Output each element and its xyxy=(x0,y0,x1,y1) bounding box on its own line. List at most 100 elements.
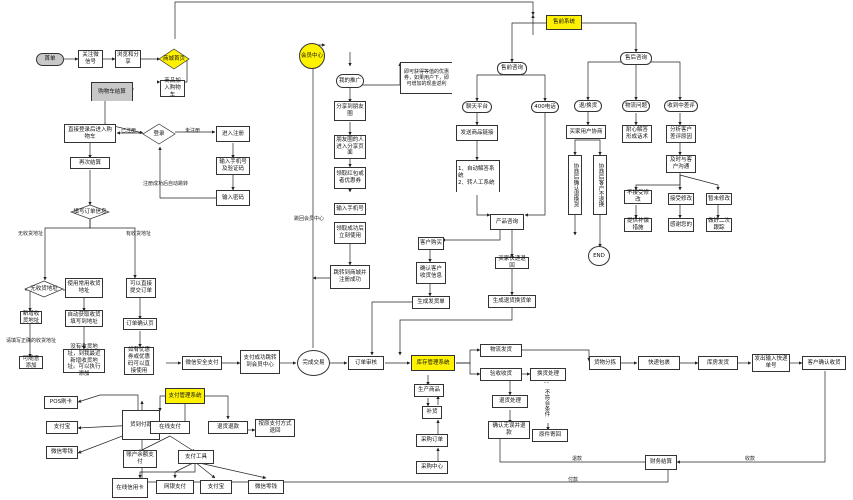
done-label: 完成交易 xyxy=(302,359,325,366)
purchase-center-label: 采购中心 xyxy=(420,464,443,471)
refund-label: 退款 xyxy=(572,456,583,462)
contact-label: 及时与客户沟通 xyxy=(669,157,692,170)
phone-code-label: 输入手机号及验证码 xyxy=(219,159,247,172)
logistics-q-node: 物流问题 xyxy=(622,100,650,112)
doc-list-node: 1、自动解答系统 2、转人工系统 xyxy=(456,160,500,192)
browse-label: 浏览和分享 xyxy=(117,52,140,65)
wx-change-node: 微信零钱 xyxy=(248,480,284,494)
customer-neg-node: 买家用户协商 xyxy=(566,125,606,139)
confirm-order-node: 订单确认页 xyxy=(123,318,157,330)
not-accept-node: 不接受修改 xyxy=(624,190,652,204)
purchase-center-node: 采购中心 xyxy=(416,461,448,474)
start-node: 首单 xyxy=(36,53,64,66)
cart-node: 购物车结算 xyxy=(91,82,133,101)
chat-node: 聊天平台 xyxy=(462,101,492,113)
no-return-label: 不符合条件 xyxy=(543,389,550,417)
customer-sign-node: 客户确认收货 xyxy=(802,356,846,370)
pos-node: POS刷卡 xyxy=(44,396,78,409)
refund-pay-label: 退货退款 xyxy=(216,424,239,431)
goods-pick-label: 货物分拣 xyxy=(593,359,616,366)
no-addr-label: 无收货地址 xyxy=(18,231,44,237)
alipay2-node: 支付宝 xyxy=(200,480,232,494)
get-card-node: 领取红包或者优惠券 xyxy=(334,167,366,189)
can-submit-node: 可以直接提交订单 xyxy=(126,278,156,298)
not-accept-label: 不接受修改 xyxy=(626,190,649,203)
attach-order-label: 原件寄回 xyxy=(538,432,561,439)
express-no-node: 发出输入快递单号 xyxy=(752,354,790,372)
netbank-label: 网银支付 xyxy=(163,483,186,490)
wechat-wallet-label: 微信零钱 xyxy=(50,449,73,456)
coupon-label: 如有优惠券或优惠码可以直接使用 xyxy=(127,347,150,374)
online-pay-label: 在线支付 xyxy=(158,424,181,431)
direct-login-label: 直接登录后进入购物车 xyxy=(67,126,112,140)
pos-label: POS刷卡 xyxy=(49,399,73,406)
pwd-node: 输入密码 xyxy=(216,190,250,206)
pay-money-label: 付款 xyxy=(568,477,579,483)
swap-node: 换货处理 xyxy=(530,368,566,381)
confirm-refund-node: 确认无误并退款 xyxy=(488,421,530,439)
pay-sys-node: 支付管理系统 xyxy=(165,388,205,404)
alipay2-label: 支付宝 xyxy=(207,483,225,490)
pay-tool-label: 支付工具 xyxy=(184,453,207,460)
logistics-ship-label: 物流发货 xyxy=(489,347,512,354)
cart-label: 购物车结算 xyxy=(98,88,126,95)
member-center-node: 会员中心 xyxy=(299,43,325,69)
neg-confirm-node: 协商后确认退换货 xyxy=(568,155,582,215)
comp-node: 提供补偿措施 xyxy=(624,218,652,232)
enter-reg-label: 进入注册 xyxy=(221,130,244,137)
follow-node: 关注微信号 xyxy=(78,50,103,68)
aftersale-sys-label: 售前系统 xyxy=(552,19,575,26)
retry-label: 请填写正确的收货地址 xyxy=(6,338,57,344)
gen-ship-label: 生成发货单 xyxy=(417,299,445,306)
add-addr-label: 新增收货地址 xyxy=(22,310,40,324)
friend-scan-label: 朋友圈的人进入分享页面 xyxy=(336,136,364,157)
alipay-node: 支付宝 xyxy=(46,421,78,434)
netbank-node: 网银支付 xyxy=(156,480,194,494)
stock-ship-label: 库房发货 xyxy=(706,359,729,366)
stock-ship-node: 库房发货 xyxy=(698,356,738,370)
direct-login-node: 直接登录后进入购物车 xyxy=(64,124,116,143)
mall-decision: 商城首页 xyxy=(158,48,190,70)
check-stock-node: 验收收货 xyxy=(480,368,522,381)
hotline-node: 400电话 xyxy=(531,101,559,113)
order-audit-node: 订单审核 xyxy=(348,356,384,370)
fill-order-diamond-shape xyxy=(70,204,110,220)
receive-review-label: 收到中差评 xyxy=(667,102,695,109)
friend-scan-node: 朋友圈的人进入分享页面 xyxy=(334,135,366,159)
done-node: 完成交易 xyxy=(297,350,330,376)
add-addr-node: 新增收货地址 xyxy=(20,311,42,324)
has-addr-node: 没有收货地址，到我最近新增收货地址。可以执行添加 xyxy=(63,344,105,377)
return-process-label: 退货处理 xyxy=(498,398,521,405)
stock-sys-label: 库存管理系统 xyxy=(416,359,450,366)
jump-mall-label: 跳转到商城并注册成功 xyxy=(333,270,367,283)
comp-label: 提供补偿措施 xyxy=(626,218,649,231)
alipay-label: 支付宝 xyxy=(53,424,71,431)
start-label: 首单 xyxy=(44,56,56,63)
settle-again-node: 再次结算 xyxy=(70,157,110,169)
credit-label: 在线信用卡 xyxy=(116,484,144,491)
refund-original-node: 按原支付方式退回 xyxy=(255,419,295,437)
pwd-label: 输入密码 xyxy=(221,194,244,201)
nice-review-label: 暂未修改 xyxy=(708,195,731,202)
doc-list-text: 1、自动解答系统 2、转人工系统 xyxy=(458,166,495,186)
use-default-addr-node: 使用常用收货地址 xyxy=(65,278,103,298)
login-decision: 登录 xyxy=(142,123,176,145)
refund-original-label: 按原支付方式退回 xyxy=(258,421,292,434)
hotline-label: 400电话 xyxy=(534,103,556,110)
share-qr-label: 分享到朋友圈 xyxy=(336,104,364,117)
return-process-node: 退货处理 xyxy=(492,395,528,408)
can-add-label: 可随意添加 xyxy=(22,355,40,369)
purchase-order-node: 采购订单 xyxy=(416,434,448,447)
can-add-node: 可随意添加 xyxy=(19,356,43,369)
has-addr-text: 没有收货地址，到我最近新增收货地址。可以执行添加 xyxy=(67,343,101,378)
explain-node: 耐心解答形成话术 xyxy=(622,125,652,143)
followup-label: 做好二次跟踪 xyxy=(708,218,731,231)
get-success-node: 领取成功后立刻使用 xyxy=(334,222,366,244)
promo-note-text: 即可获得等值的优惠券，如果用户下，即可增加的现金返利 xyxy=(403,68,449,88)
customer-neg-label: 买家用户协商 xyxy=(569,128,603,135)
enter-reg-node: 进入注册 xyxy=(216,126,250,142)
login-label: 登录 xyxy=(153,130,165,137)
end-label: END xyxy=(593,252,605,259)
my-promo-node: 我的推广 xyxy=(336,74,364,88)
share-qr-node: 分享到朋友圈 xyxy=(334,101,366,121)
